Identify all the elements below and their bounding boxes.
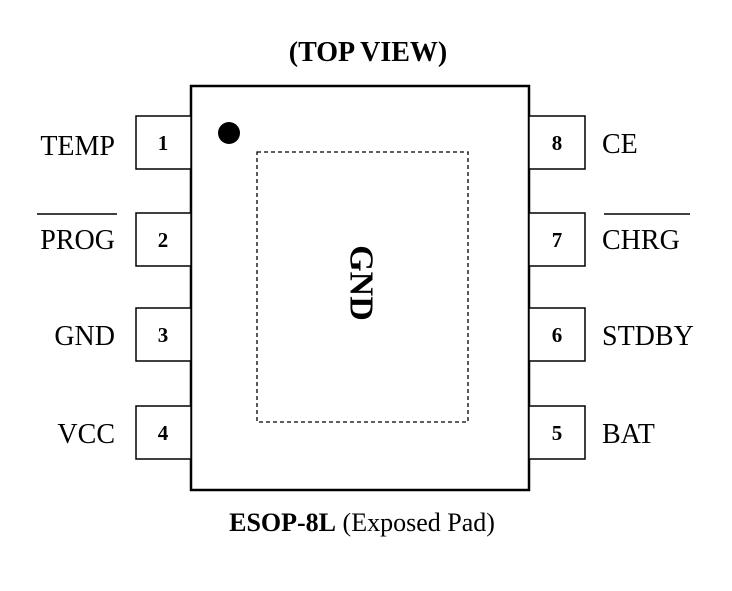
pin-2-name: PROG	[40, 225, 115, 256]
chip-body	[189, 84, 531, 492]
pin-6: 6 STDBY	[528, 307, 694, 362]
pin-8-name: CE	[602, 129, 638, 160]
exposed-pad-label: GND	[343, 245, 380, 321]
pin-7: 7 CHRG	[528, 212, 690, 267]
package-name: ESOP-8L	[229, 508, 336, 537]
package-note: (Exposed Pad)	[343, 508, 495, 537]
pin-8-box	[528, 115, 586, 170]
pin-4-box	[135, 405, 192, 460]
pin-1-number: 1	[158, 131, 169, 155]
pin-2: 2 PROG	[37, 212, 192, 267]
pin-4-name: VCC	[57, 419, 115, 450]
pin-3-number: 3	[158, 323, 169, 347]
pin-5-number: 5	[552, 421, 563, 445]
pin-1-box	[135, 115, 192, 170]
pin-4: 4 VCC	[57, 405, 192, 460]
package-caption: ESOP-8L (Exposed Pad)	[229, 508, 495, 537]
exposed-pad	[256, 151, 469, 423]
pin-5-box	[528, 405, 586, 460]
pin-5-name: BAT	[602, 419, 655, 450]
pin-7-box	[528, 212, 586, 267]
pin-7-number: 7	[552, 228, 563, 252]
pin-4-number: 4	[158, 421, 169, 445]
pin-5: 5 BAT	[528, 405, 655, 460]
diagram-title: (TOP VIEW)	[289, 37, 447, 68]
pin-6-box	[528, 307, 586, 362]
pin-6-number: 6	[552, 323, 563, 347]
pin1-indicator-dot	[218, 122, 240, 144]
pin-3-name: GND	[54, 321, 115, 352]
pin-8-number: 8	[552, 131, 563, 155]
pin-2-box	[135, 212, 192, 267]
pin-8: 8 CE	[528, 115, 638, 170]
pin-1: 1 TEMP	[40, 115, 192, 170]
pin-6-name: STDBY	[602, 321, 694, 352]
pin-3: 3 GND	[54, 307, 192, 362]
pin-1-name: TEMP	[40, 131, 115, 162]
pin-2-number: 2	[158, 228, 169, 252]
pin-3-box	[135, 307, 192, 362]
pin-7-name: CHRG	[602, 225, 680, 256]
